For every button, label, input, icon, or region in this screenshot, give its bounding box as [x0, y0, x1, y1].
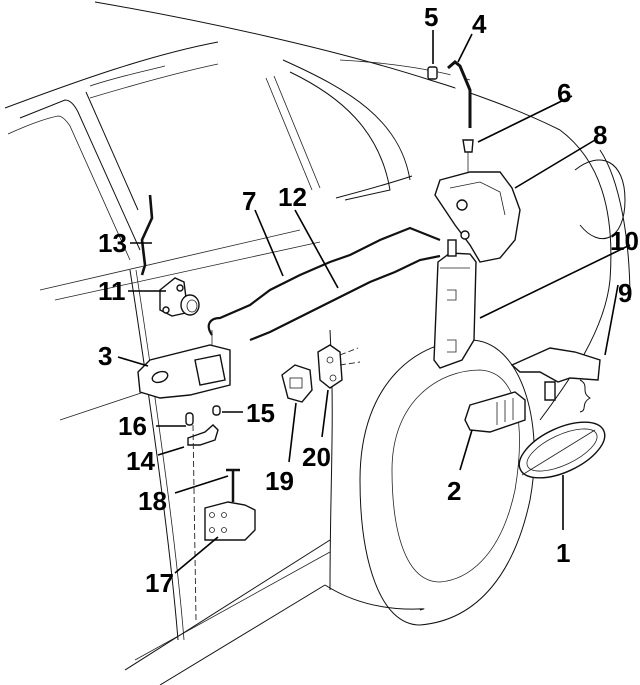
handle-bezel: [317, 344, 343, 389]
callout-10: 10: [610, 226, 639, 256]
callout-17: 17: [145, 568, 174, 598]
callout-18: 18: [138, 486, 167, 516]
bushing: [212, 405, 221, 416]
car-body-outline: [4, 1, 631, 685]
handle-bracket: [464, 391, 526, 433]
callout-7: 7: [242, 186, 256, 216]
callout-2: 2: [447, 476, 461, 506]
callout-1: 1: [556, 538, 570, 568]
check-link: [187, 424, 219, 446]
callout-5: 5: [424, 2, 438, 32]
callout-14: 14: [126, 446, 155, 476]
callouts: 5 4 6 8 7 12 10 9 13 11 3 16 15 14 18 19…: [98, 2, 639, 598]
door-latch: [434, 171, 521, 263]
pin: [185, 412, 194, 426]
lock-knob: [462, 139, 474, 153]
rod-clip: [427, 66, 438, 80]
leader-lines: [117, 30, 631, 574]
upper-hinge: [159, 277, 200, 317]
callout-4: 4: [472, 9, 487, 39]
callout-19: 19: [265, 466, 294, 496]
callout-15: 15: [246, 398, 275, 428]
hinge-bolt: [226, 468, 240, 502]
callout-9: 9: [618, 278, 632, 308]
callout-11: 11: [98, 276, 126, 306]
inside-handle: [281, 364, 313, 403]
actuator-rod: [207, 226, 441, 336]
callout-3: 3: [98, 341, 112, 371]
lock-actuator: [433, 252, 477, 369]
release-rod: [249, 254, 441, 342]
callout-16: 16: [118, 411, 147, 441]
striker-bracket: [510, 347, 601, 383]
upper-rod: [140, 194, 154, 276]
callout-6: 6: [557, 78, 571, 108]
callout-20: 20: [302, 442, 331, 472]
lock-rod: [447, 60, 472, 128]
lower-hinge-bracket: [137, 330, 231, 399]
callout-8: 8: [593, 120, 607, 150]
lower-hinge: [204, 501, 256, 541]
callout-13: 13: [98, 228, 127, 258]
outside-handle: [518, 421, 606, 479]
callout-12: 12: [278, 182, 307, 212]
